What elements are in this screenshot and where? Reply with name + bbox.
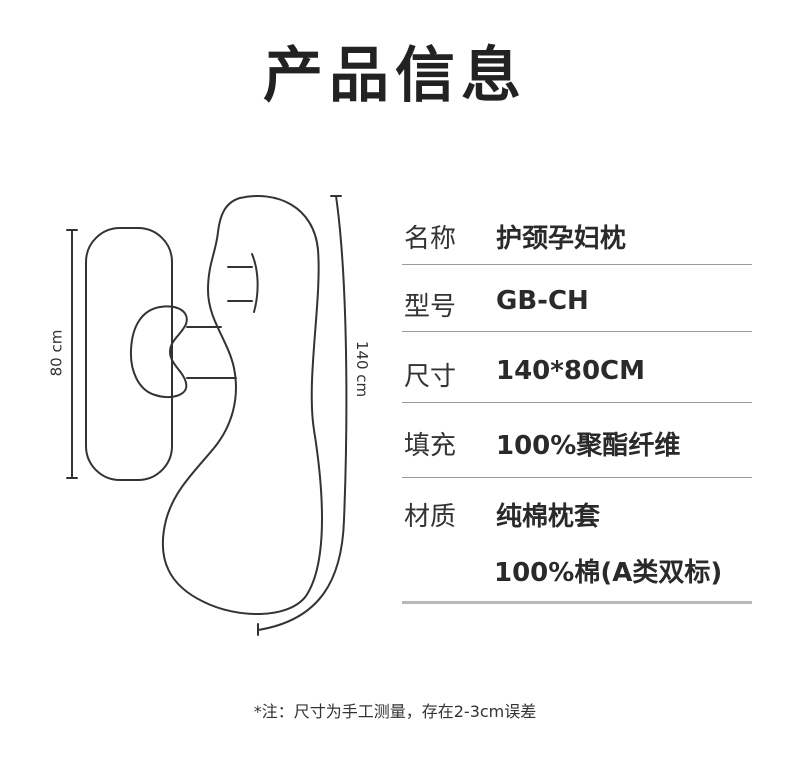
length-dimension-label: 140 cm xyxy=(353,340,372,398)
spec-label-name: 名称 xyxy=(404,224,457,254)
spec-label-material: 材质 xyxy=(404,502,457,532)
spec-value-size: 140*80CM xyxy=(496,356,646,386)
spec-value-filling: 100%聚酯纤维 xyxy=(496,431,681,461)
spec-value-material-line2: 100%棉(A类双标) xyxy=(494,558,723,588)
spec-row-material: 材质 纯棉枕套 100%棉(A类双标) xyxy=(402,478,752,604)
spec-label-filling: 填充 xyxy=(404,431,457,461)
long-pillow-shape xyxy=(161,195,323,616)
measurement-note: *注：尺寸为手工测量，存在2-3cm误差 xyxy=(253,702,537,721)
spec-row-name: 名称 护颈孕妇枕 xyxy=(402,202,752,265)
spec-label-model: 型号 xyxy=(404,292,457,322)
spec-value-model: GB-CH xyxy=(496,286,589,316)
spec-row-model: 型号 GB-CH xyxy=(402,265,752,332)
spec-table: 名称 护颈孕妇枕 型号 GB-CH 尺寸 140*80CM 填充 100%聚酯纤… xyxy=(402,202,752,604)
width-dimension-label: 80 cm xyxy=(47,329,66,377)
spec-row-filling: 填充 100%聚酯纤维 xyxy=(402,403,752,478)
pillow-outline-drawing xyxy=(66,195,348,636)
small-pillow-shape xyxy=(85,227,173,481)
spec-label-size: 尺寸 xyxy=(404,362,457,392)
page-title: 产品信息 xyxy=(263,41,527,111)
spec-value-material: 纯棉枕套 xyxy=(496,502,601,532)
length-dimension-arc xyxy=(257,195,348,631)
bean-connector-shape xyxy=(129,305,188,399)
spec-row-size: 尺寸 140*80CM xyxy=(402,332,752,403)
spec-value-name: 护颈孕妇枕 xyxy=(496,224,627,254)
